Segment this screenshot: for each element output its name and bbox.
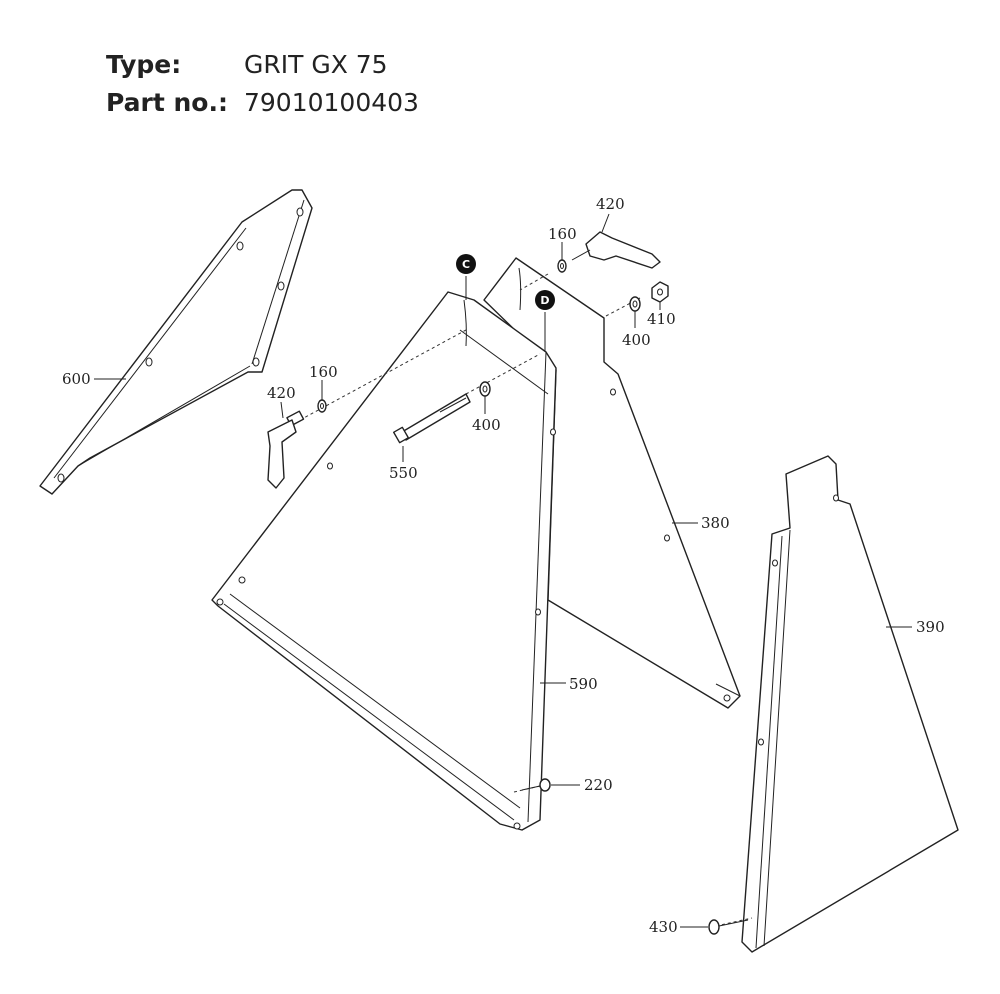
part-number-value: 79010100403 [244,88,419,117]
callout-labels: 600 420 160 550 400 160 420 410 400 380 … [62,195,945,936]
part-590-panel [211,291,557,831]
callout-430: 430 [649,918,678,936]
part-220-bolt [521,778,551,792]
callout-590: 590 [569,675,598,693]
callout-420-left: 420 [267,384,296,402]
type-value: GRIT GX 75 [244,50,388,79]
marker-d-letter: D [540,294,549,307]
type-row: Type: GRIT GX 75 [106,50,419,88]
marker-c-letter: C [462,258,470,271]
callout-220: 220 [584,776,613,794]
type-label: Type: [106,50,182,79]
part-number-label: Part no.: [106,88,228,117]
part-420-lever-handle-left [267,410,305,489]
part-430-screw [708,919,749,935]
part-160-washer-top [557,259,567,273]
callout-410: 410 [647,310,676,328]
callout-420-top: 420 [596,195,625,213]
callout-160-top: 160 [548,225,577,243]
part-160-washer-left [317,399,327,413]
callout-400-middle: 400 [472,416,501,434]
part-600-bracket [39,189,313,495]
leader-lines [94,213,912,928]
callout-160-left: 160 [309,363,338,381]
callout-380: 380 [701,514,730,532]
marker-c: C [456,254,476,274]
callout-600: 600 [62,370,91,388]
part-400-washer-right [629,296,641,312]
callout-390: 390 [916,618,945,636]
part-390-panel [741,455,959,953]
part-number-row: Part no.: 79010100403 [106,88,419,126]
marker-d: D [535,290,555,310]
part-420-lever-handle-top [571,231,661,269]
part-410-nut [651,281,669,303]
title-block: Type: GRIT GX 75 Part no.: 79010100403 [106,50,419,126]
part-400-washer-middle [479,381,491,397]
part-550-bolt [392,393,471,444]
callout-400-right: 400 [622,331,651,349]
callout-550: 550 [389,464,418,482]
